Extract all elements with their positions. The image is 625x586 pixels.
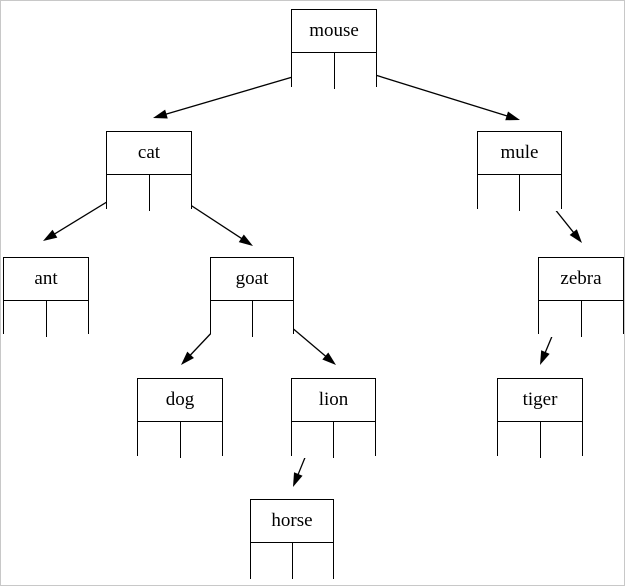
left-pointer-cell: [539, 301, 582, 337]
tree-node-cat[interactable]: cat: [106, 131, 192, 211]
edge-arrowhead: [322, 352, 336, 365]
tree-node-label: cat: [107, 132, 191, 175]
right-pointer-cell: [180, 422, 222, 458]
left-pointer-cell: [292, 53, 335, 89]
tree-node-label: tiger: [498, 379, 582, 422]
right-pointer-cell: [334, 422, 375, 458]
edge-arrowhead: [153, 109, 168, 119]
tree-node-label: lion: [292, 379, 375, 422]
right-pointer-cell: [520, 175, 561, 211]
tree-node-label: zebra: [539, 258, 623, 301]
right-pointer-cell: [581, 301, 623, 337]
tree-node-horse[interactable]: horse: [250, 499, 334, 579]
edge-arrowhead: [238, 234, 253, 246]
left-pointer-cell: [478, 175, 520, 211]
tree-node-label: mouse: [292, 10, 376, 53]
right-pointer-cell: [334, 53, 376, 89]
edge-arrowhead: [43, 229, 58, 241]
tree-node-goat[interactable]: goat: [210, 257, 294, 337]
tree-node-pointer-cells: [251, 543, 333, 579]
right-pointer-cell: [292, 543, 333, 579]
tree-edge-mouse-to-cat: [153, 70, 314, 119]
tree-node-pointer-cells: [211, 301, 293, 337]
edge-arrowhead: [569, 229, 582, 243]
tree-node-dog[interactable]: dog: [137, 378, 223, 458]
right-pointer-cell: [252, 301, 293, 337]
tree-node-mouse[interactable]: mouse: [291, 9, 377, 89]
tree-node-pointer-cells: [292, 53, 376, 89]
left-pointer-cell: [498, 422, 541, 458]
tree-node-pointer-cells: [107, 175, 191, 211]
tree-node-pointer-cells: [539, 301, 623, 337]
tree-edge-mouse-to-mule: [355, 68, 520, 121]
left-pointer-cell: [4, 301, 47, 337]
right-pointer-cell: [46, 301, 88, 337]
edge-arrowhead: [505, 111, 520, 121]
tree-node-pointer-cells: [478, 175, 561, 211]
tree-node-pointer-cells: [292, 422, 375, 458]
tree-node-label: goat: [211, 258, 293, 301]
edge-arrowhead: [181, 351, 194, 365]
tree-node-label: dog: [138, 379, 222, 422]
right-pointer-cell: [540, 422, 582, 458]
tree-node-lion[interactable]: lion: [291, 378, 376, 458]
tree-node-pointer-cells: [138, 422, 222, 458]
edge-line: [355, 68, 510, 118]
right-pointer-cell: [149, 175, 191, 211]
left-pointer-cell: [138, 422, 181, 458]
tree-node-label: horse: [251, 500, 333, 543]
tree-node-pointer-cells: [4, 301, 88, 337]
edge-arrowhead: [293, 472, 303, 487]
left-pointer-cell: [251, 543, 293, 579]
left-pointer-cell: [211, 301, 253, 337]
tree-node-tiger[interactable]: tiger: [497, 378, 583, 458]
tree-node-zebra[interactable]: zebra: [538, 257, 624, 337]
edge-arrowhead: [540, 350, 550, 365]
tree-node-mule[interactable]: mule: [477, 131, 562, 211]
left-pointer-cell: [292, 422, 334, 458]
tree-node-pointer-cells: [498, 422, 582, 458]
tree-node-ant[interactable]: ant: [3, 257, 89, 337]
tree-node-label: ant: [4, 258, 88, 301]
left-pointer-cell: [107, 175, 150, 211]
tree-node-label: mule: [478, 132, 561, 175]
